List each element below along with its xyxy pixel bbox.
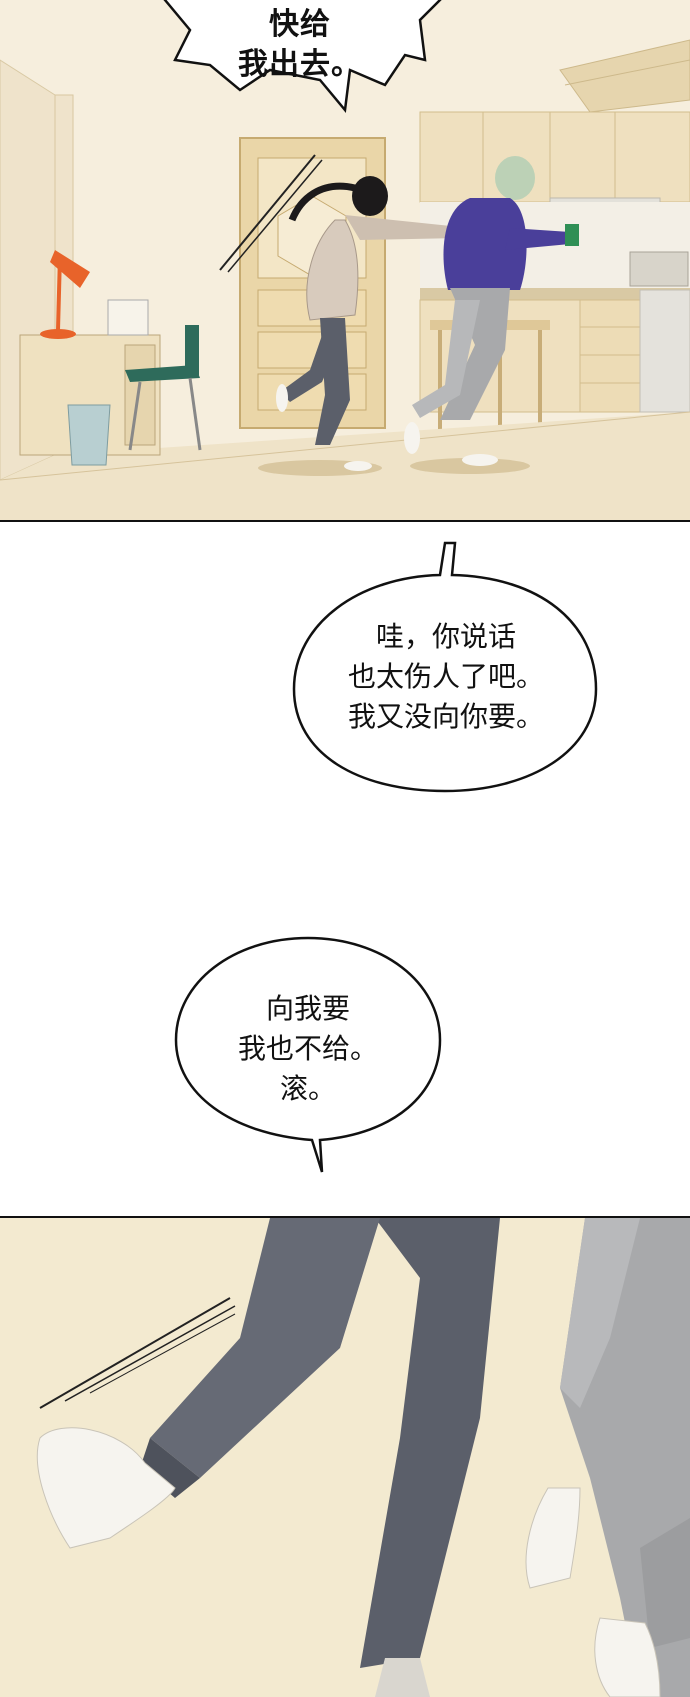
retort-bubble-shape <box>174 936 442 1173</box>
reply-bubble-shape <box>292 541 598 793</box>
bubble-line: 我又没向你要。 <box>347 700 544 733</box>
top-panel: 快给 我出去。 <box>0 0 690 522</box>
bubble-line: 快给 <box>269 7 331 42</box>
reply-bubble-text: 哇，你说话 也太伤人了吧。 我又没向你要。 <box>348 617 544 737</box>
legs-illustration <box>0 1218 690 1697</box>
bubble-line: 我也不给。 <box>237 1032 378 1065</box>
speech-bubble-retort: 向我要 我也不给。 滚。 <box>172 934 444 1173</box>
speech-bubble-reply: 哇，你说话 也太伤人了吧。 我又没向你要。 <box>290 541 602 795</box>
bubble-line: 哇，你说话 <box>375 620 516 653</box>
bubble-line: 也太伤人了吧。 <box>347 660 544 693</box>
bubble-line: 滚。 <box>279 1072 336 1105</box>
bottom-panel <box>0 1216 690 1697</box>
retort-bubble-text: 向我要 我也不给。 滚。 <box>238 989 378 1109</box>
shout-bubble-text: 快给 我出去。 <box>238 5 362 85</box>
shout-bubble-shape <box>163 0 442 114</box>
bubble-line: 我出去。 <box>238 47 362 82</box>
speech-bubble-shout: 快给 我出去。 <box>163 0 442 114</box>
bubble-line: 向我要 <box>265 992 350 1025</box>
